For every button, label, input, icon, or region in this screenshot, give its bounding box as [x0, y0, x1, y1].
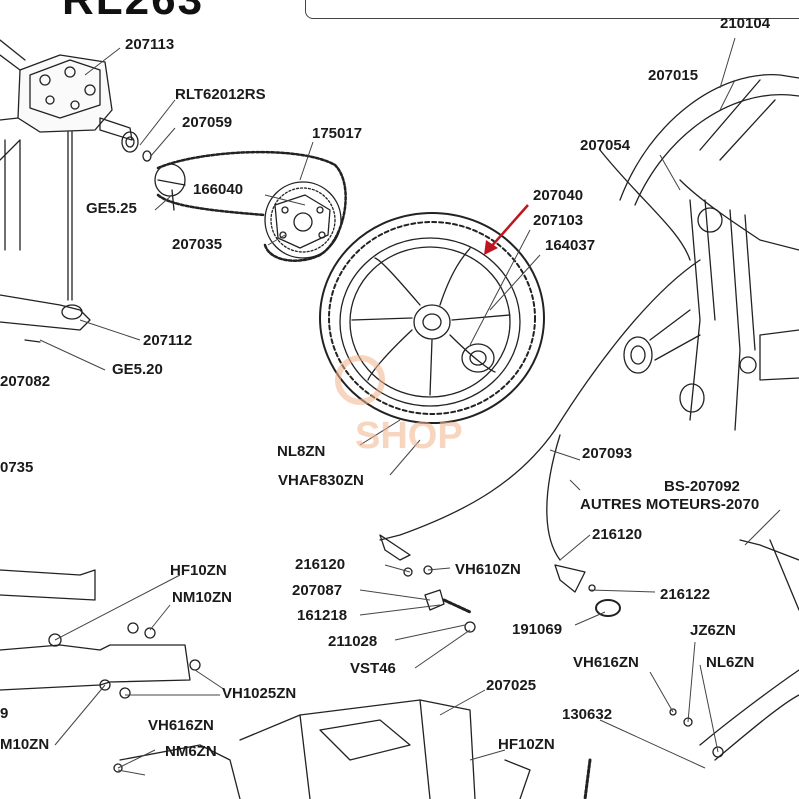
part-label: VH610ZN — [455, 561, 521, 578]
part-label: 207113 — [125, 36, 175, 53]
part-label: GE5.20 — [112, 361, 163, 378]
watermark-logo: SHOP — [335, 355, 463, 457]
title-box — [305, 0, 799, 19]
belt-arm — [0, 294, 91, 343]
part-label: VH616ZN — [573, 654, 639, 671]
part-label: NL8ZN — [277, 443, 326, 460]
part-label: NM6ZN — [165, 743, 217, 760]
part-label: 161218 — [297, 607, 348, 624]
wheel-assembly — [319, 212, 545, 424]
part-label: BS-207092 — [664, 478, 740, 495]
part-label: 207025 — [486, 677, 537, 694]
part-label: 207093 — [582, 445, 633, 462]
part-label: 216122 — [660, 586, 711, 603]
part-label: 207112 — [143, 332, 193, 349]
part-label: RLT62012RS — [175, 86, 266, 103]
part-label: 207059 — [182, 114, 233, 131]
part-label: 207035 — [172, 236, 223, 253]
part-label: 207015 — [648, 67, 699, 84]
part-label: HF10ZN — [170, 562, 227, 579]
part-label: 207082 — [0, 373, 51, 390]
part-label: VH616ZN — [148, 717, 214, 734]
part-label: 191069 — [512, 621, 563, 638]
part-label: 210104 — [720, 15, 771, 32]
part-label: 216120 — [295, 556, 346, 573]
part-label: 175017 — [312, 125, 363, 142]
part-label: NM10ZN — [172, 589, 233, 606]
small-fasteners — [403, 565, 621, 633]
gearbox-assembly — [0, 39, 133, 301]
control-cables — [379, 149, 701, 593]
lower-left-bracket — [0, 569, 201, 699]
part-label: NL6ZN — [706, 654, 755, 671]
part-label: 216120 — [592, 526, 643, 543]
part-label: 166040 — [193, 181, 244, 198]
part-label: 211028 — [328, 633, 378, 650]
part-label: 207103 — [533, 212, 584, 229]
part-label: VST46 — [350, 660, 396, 677]
lower-right-bar — [669, 539, 799, 761]
part-label: 164037 — [545, 237, 596, 254]
part-label: 207087 — [292, 582, 343, 599]
part-label: AUTRES MOTEURS-2070 — [580, 496, 760, 513]
part-label: 130632 — [562, 706, 613, 723]
chain-and-sprocket — [154, 150, 347, 262]
part-label: 207054 — [580, 137, 631, 154]
chassis-plate — [113, 699, 592, 799]
title-fragment: RL263 — [62, 0, 204, 22]
part-label: 9 — [0, 705, 9, 722]
watermark-text: SHOP — [355, 415, 463, 457]
part-label: VHAF830ZN — [278, 472, 364, 489]
part-label: HF10ZN — [498, 736, 555, 753]
part-label: JZ6ZN — [690, 622, 736, 639]
handlebar-frame — [619, 74, 799, 431]
part-label: 0735 — [0, 459, 34, 476]
part-label: GE5.25 — [86, 200, 137, 217]
red-arrow — [484, 204, 529, 255]
bearing-parts — [121, 131, 186, 211]
part-label: 207040 — [533, 187, 584, 204]
part-label: M10ZN — [0, 736, 50, 753]
leader-lines — [39, 37, 781, 776]
part-label: VH1025ZN — [222, 685, 297, 702]
